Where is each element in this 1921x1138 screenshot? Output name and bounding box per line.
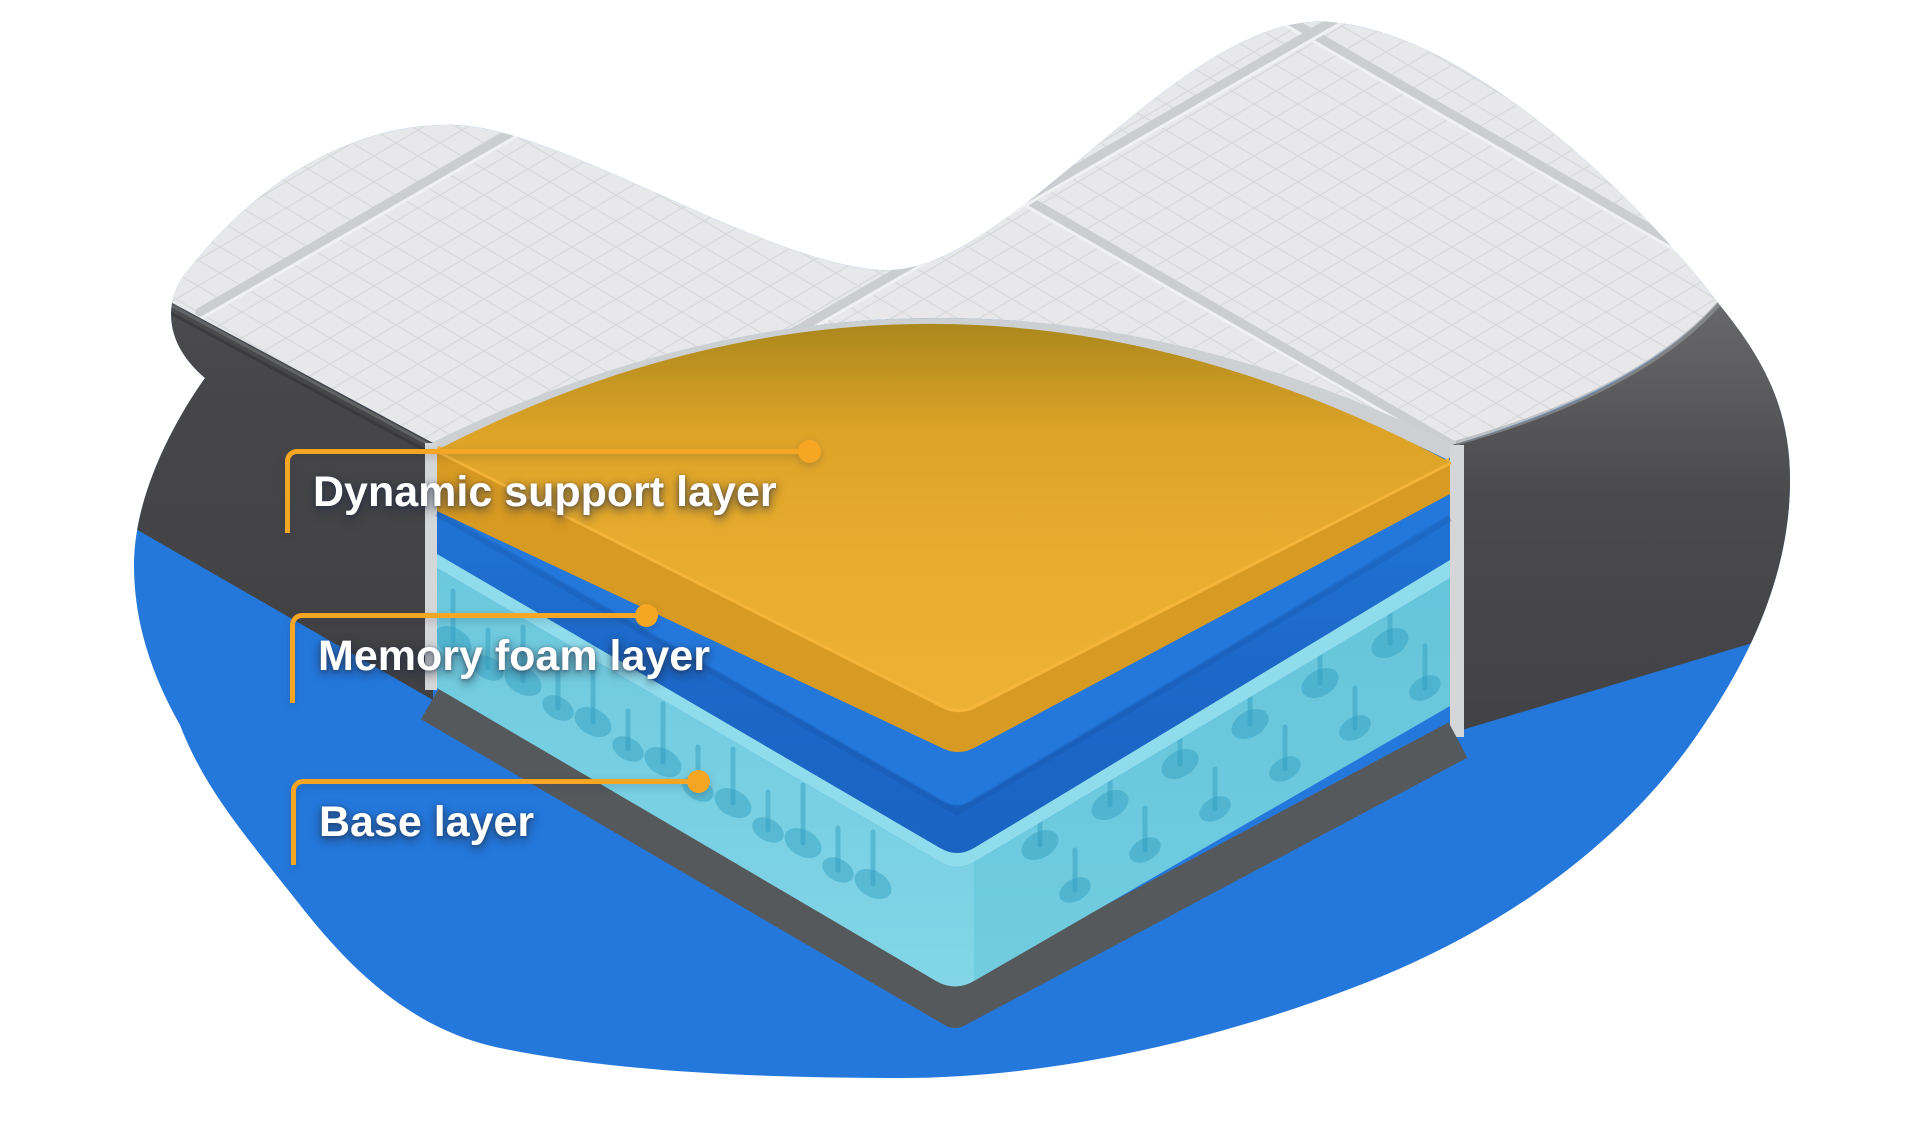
callout-dynamic-support-layer: Dynamic support layer xyxy=(285,440,821,533)
base-layer-shape xyxy=(437,549,1450,987)
callout-memory-foam-layer: Memory foam layer xyxy=(290,604,710,703)
base-platform xyxy=(420,684,1468,1028)
callout-label: Dynamic support layer xyxy=(313,468,777,516)
base-layer-pins xyxy=(437,584,1441,903)
callout-label: Memory foam layer xyxy=(318,632,710,680)
callout-label: Base layer xyxy=(319,798,535,846)
callout-endpoint-dot xyxy=(635,604,658,627)
callout-endpoint-dot xyxy=(798,440,821,463)
cover-cut-edge-right xyxy=(1450,445,1464,737)
memory-foam-layer-shape xyxy=(435,509,1452,853)
cover-cut-edge-left xyxy=(425,443,437,690)
callout-bracket xyxy=(291,779,698,865)
callout-base-layer: Base layer xyxy=(291,770,710,865)
callout-endpoint-dot xyxy=(687,770,710,793)
dynamic-support-layer-shape xyxy=(435,323,1452,752)
callout-bracket xyxy=(290,613,646,703)
callout-bracket xyxy=(285,449,809,533)
